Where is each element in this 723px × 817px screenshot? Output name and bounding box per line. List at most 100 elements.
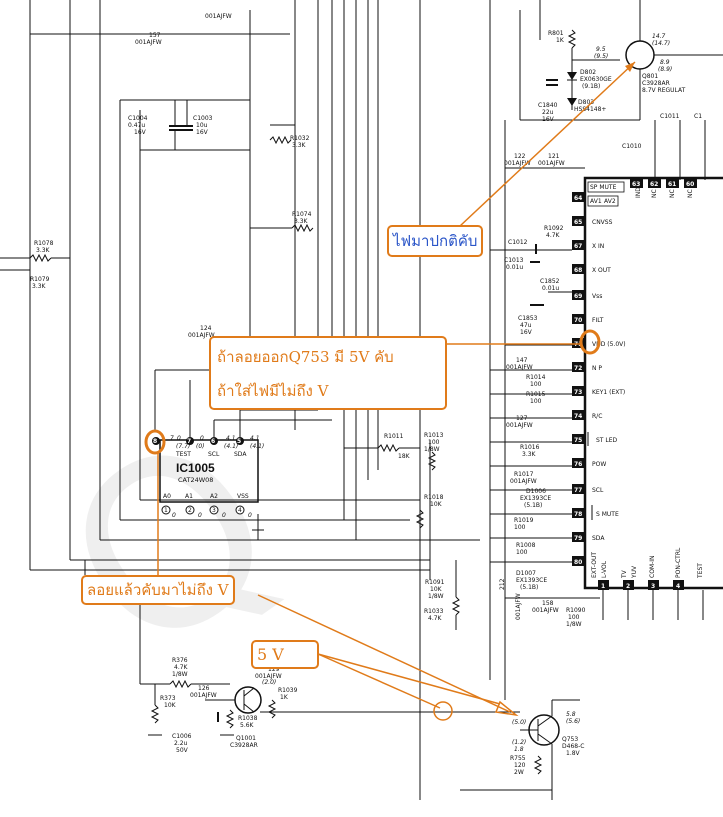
annotation-float-q753-line1: ถ้าลอยออกQ753 มี 5V คับ: [217, 348, 394, 366]
svg-text:C1011: C1011: [660, 113, 680, 120]
q1001-transistor: Q1001 C3928AR 129 001AJFW (2.0) R1039 1K…: [139, 600, 520, 754]
ic1005-ref: IC1005: [176, 461, 215, 475]
svg-text:10K: 10K: [430, 501, 443, 508]
annotation-power-normal: ไฟมาปกติคับ: [387, 225, 484, 257]
svg-text:C1840: C1840: [538, 102, 558, 109]
mcu-pin-rc: R/C: [592, 413, 602, 420]
q753-part: D468-C: [562, 743, 584, 750]
svg-text:100: 100: [428, 439, 440, 446]
svg-text:(8.9): (8.9): [658, 66, 672, 73]
svg-text:(5.0): (5.0): [512, 719, 526, 726]
svg-text:001AJFW: 001AJFW: [506, 422, 533, 429]
svg-text:C1006: C1006: [172, 733, 192, 740]
svg-text:R1078: R1078: [34, 240, 54, 247]
svg-text:5: 5: [237, 438, 241, 445]
svg-text:COM-IN: COM-IN: [649, 555, 656, 578]
svg-text:R1017: R1017: [514, 471, 534, 478]
ic1005-pin-a2: A2: [210, 493, 218, 500]
ic1005-eeprom: TEST SCL SDA IC1005 CAT24W08 A0 A1 A2 VS…: [152, 380, 332, 531]
svg-text:16V: 16V: [196, 129, 209, 136]
ic1005-pin-sda: SDA: [234, 451, 247, 458]
svg-text:4.7K: 4.7K: [428, 615, 443, 622]
jumper-157: 157 001AJFW 001AJFW: [135, 13, 232, 46]
svg-text:(4.1): (4.1): [224, 443, 238, 450]
ground-symbols: [148, 530, 264, 736]
q801-note: 8.7V REGULAT: [642, 87, 686, 94]
mcu-pin-scl: SCL: [592, 487, 604, 494]
svg-text:75: 75: [574, 437, 582, 444]
svg-text:R1074: R1074: [292, 211, 312, 218]
q1001-ref: Q1001: [236, 735, 256, 742]
svg-text:NC: NC: [687, 189, 694, 198]
svg-text:60: 60: [686, 181, 694, 188]
q1001-part: C3928AR: [230, 742, 258, 749]
svg-text:R376: R376: [172, 657, 188, 664]
svg-text:C1003: C1003: [193, 115, 213, 122]
q801-regulator: R801 1K D802 EX0630GE (9.1B) C1840 22u 1…: [538, 0, 723, 180]
svg-text:8: 8: [153, 438, 157, 445]
svg-text:001AJFW: 001AJFW: [515, 593, 522, 620]
mcu-pin-st-led: ST LED: [596, 437, 618, 444]
svg-text:R755: R755: [510, 755, 526, 762]
svg-text:C1853: C1853: [518, 315, 538, 322]
svg-text:3.3K: 3.3K: [36, 247, 51, 254]
svg-text:70: 70: [574, 317, 582, 324]
svg-text:(5.1B): (5.1B): [520, 584, 538, 591]
svg-text:1.8: 1.8: [514, 746, 524, 753]
svg-text:100: 100: [568, 614, 580, 621]
ic1005-pin-scl: SCL: [208, 451, 220, 458]
svg-text:(1.2): (1.2): [512, 739, 526, 746]
svg-text:1/8W: 1/8W: [428, 593, 444, 600]
svg-text:7: 7: [170, 435, 174, 442]
svg-text:2: 2: [626, 583, 630, 590]
annotation-float-q753: ถ้าลอยออกQ753 มี 5V คับ ถ้าใส่ไฟมีไม่ถึง…: [209, 336, 447, 410]
q753-transistor: (5.0) 5.8 (5.6) (1.2) 1.8 Q753 D468-C 1.…: [460, 699, 584, 800]
svg-text:121: 121: [548, 153, 560, 160]
svg-text:001AJFW: 001AJFW: [504, 160, 531, 167]
svg-text:R1033: R1033: [424, 608, 444, 615]
svg-text:73: 73: [574, 389, 582, 396]
svg-text:129: 129: [268, 666, 280, 673]
jumpers-122-121: 122 001AJFW 121 001AJFW: [504, 153, 585, 169]
mcu-pin-s-mute: S MUTE: [596, 511, 619, 518]
svg-text:63: 63: [632, 181, 640, 188]
svg-text:R1039: R1039: [278, 687, 298, 694]
svg-text:(5.6): (5.6): [566, 718, 580, 725]
svg-text:47u: 47u: [520, 322, 532, 329]
svg-text:0: 0: [198, 512, 202, 519]
svg-text:R1014: R1014: [526, 374, 546, 381]
svg-text:001AJFW: 001AJFW: [135, 39, 162, 46]
svg-text:3.3K: 3.3K: [292, 142, 307, 149]
svg-text:(14.7): (14.7): [652, 40, 670, 47]
svg-text:10K: 10K: [430, 586, 443, 593]
svg-text:100: 100: [530, 381, 542, 388]
svg-text:64: 64: [574, 195, 582, 202]
svg-text:0: 0: [222, 512, 226, 519]
svg-text:16V: 16V: [542, 116, 555, 123]
svg-text:TEST: TEST: [697, 563, 704, 579]
svg-text:1/8W: 1/8W: [566, 621, 582, 628]
svg-text:R1008: R1008: [516, 542, 536, 549]
svg-text:R1011: R1011: [384, 433, 404, 440]
svg-text:0.47u: 0.47u: [128, 122, 145, 129]
svg-text:50V: 50V: [176, 747, 189, 754]
svg-text:R1092: R1092: [544, 225, 564, 232]
svg-text:R373: R373: [160, 695, 176, 702]
svg-text:(0): (0): [196, 443, 205, 450]
svg-text:C1010: C1010: [622, 143, 642, 150]
svg-text:R1091: R1091: [425, 579, 445, 586]
svg-text:100: 100: [514, 524, 526, 531]
mcu-pin-vss: Vss: [592, 293, 602, 300]
svg-text:10K: 10K: [164, 702, 177, 709]
svg-text:122: 122: [514, 153, 526, 160]
svg-text:R1032: R1032: [290, 135, 310, 142]
svg-text:001AJFW: 001AJFW: [538, 160, 565, 167]
svg-text:78: 78: [574, 511, 582, 518]
svg-text:001AJFW: 001AJFW: [188, 332, 215, 339]
svg-text:100: 100: [516, 549, 528, 556]
svg-text:68: 68: [574, 267, 582, 274]
svg-text:C1012: C1012: [508, 239, 528, 246]
svg-text:1: 1: [601, 583, 605, 590]
svg-text:6: 6: [211, 438, 215, 445]
